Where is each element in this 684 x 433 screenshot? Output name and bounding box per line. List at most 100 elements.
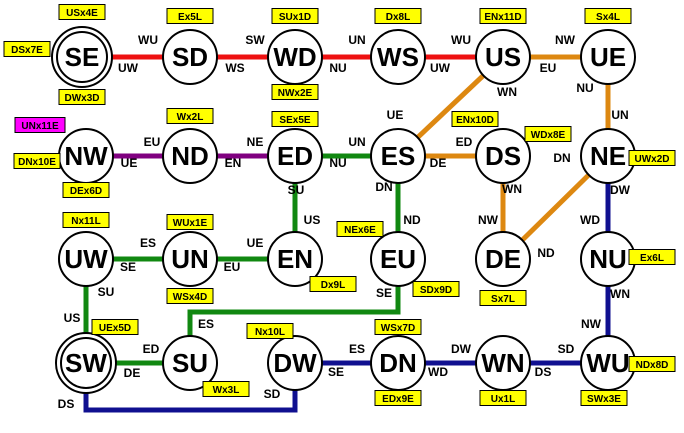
node-circle bbox=[370, 29, 426, 85]
tag-box bbox=[271, 84, 319, 100]
state-tag: ENx10D bbox=[451, 111, 499, 127]
tag-text: WDx8E bbox=[531, 130, 566, 141]
node-label: SE bbox=[65, 42, 100, 72]
tag-text: SUx1D bbox=[279, 12, 311, 23]
tag-text: SEx5E bbox=[279, 115, 310, 126]
node-label: EU bbox=[380, 244, 416, 274]
tag-text: DWx3D bbox=[64, 93, 99, 104]
port-label: SU bbox=[98, 285, 115, 299]
node-circle bbox=[267, 231, 323, 287]
node-label: NW bbox=[64, 141, 108, 171]
tag-text: Dx8L bbox=[386, 12, 410, 23]
node-sd: SD bbox=[162, 29, 218, 85]
port-label: ES bbox=[198, 317, 214, 331]
node-nd: ND bbox=[162, 128, 218, 184]
port-label: NW bbox=[478, 213, 499, 227]
node-label: WU bbox=[586, 348, 629, 378]
state-tag: SDx9D bbox=[412, 281, 460, 297]
tag-text: WUx1E bbox=[173, 218, 208, 229]
tag-text: EDx9E bbox=[382, 394, 414, 405]
tag-text: Ux1L bbox=[491, 394, 515, 405]
node-circle bbox=[58, 231, 114, 287]
tag-box bbox=[62, 182, 110, 198]
port-label: WU bbox=[451, 33, 471, 47]
port-label: WD bbox=[428, 365, 448, 379]
tag-box bbox=[374, 390, 422, 406]
node-en: EN bbox=[267, 231, 323, 287]
node-wd: WD bbox=[267, 29, 323, 85]
port-label: DE bbox=[124, 366, 141, 380]
tag-text: DSx7E bbox=[11, 45, 43, 56]
state-tag: DNx10E bbox=[13, 153, 61, 169]
port-label: ES bbox=[349, 342, 365, 356]
tag-text: Nx10L bbox=[255, 327, 285, 338]
tag-box bbox=[336, 221, 384, 237]
tag-box bbox=[3, 41, 51, 57]
tag-box bbox=[479, 390, 527, 406]
node-circle bbox=[580, 29, 636, 85]
state-tag: Nx11L bbox=[62, 212, 110, 228]
tag-box bbox=[374, 8, 422, 24]
port-label: SW bbox=[245, 33, 265, 47]
port-label: NE bbox=[247, 135, 264, 149]
port-label: EU bbox=[540, 61, 557, 75]
port-label: NU bbox=[576, 81, 593, 95]
tag-box bbox=[91, 319, 139, 335]
port-label: UE bbox=[121, 156, 138, 170]
node-se: SE bbox=[51, 26, 113, 88]
tag-box bbox=[166, 288, 214, 304]
tag-text: Ex6L bbox=[640, 253, 664, 264]
tag-text: Wx2L bbox=[177, 112, 204, 123]
node-label: UW bbox=[64, 244, 108, 274]
node-circle bbox=[267, 128, 323, 184]
state-tag: Sx7L bbox=[479, 290, 527, 306]
node-ue: UE bbox=[580, 29, 636, 85]
node-sw: SW bbox=[55, 332, 117, 394]
node-nu: NU bbox=[580, 231, 636, 287]
tag-text: Ex5L bbox=[178, 12, 202, 23]
tag-box bbox=[628, 249, 676, 265]
tag-text: NWx2E bbox=[278, 88, 313, 99]
tag-text: Nx11L bbox=[71, 216, 100, 227]
tag-box bbox=[580, 390, 628, 406]
state-tag: Dx9L bbox=[309, 276, 357, 292]
tag-text: NDx8D bbox=[636, 360, 669, 371]
tag-box bbox=[309, 276, 357, 292]
state-tag: SUx1D bbox=[271, 8, 319, 24]
node-ds: DS bbox=[475, 128, 531, 184]
tag-box bbox=[524, 126, 572, 142]
state-tag: EDx9E bbox=[374, 390, 422, 406]
state-tag: Wx3L bbox=[202, 381, 250, 397]
state-tag: DWx3D bbox=[58, 89, 106, 105]
port-label: EN bbox=[225, 156, 242, 170]
port-label: DS bbox=[535, 365, 552, 379]
node-ne: NE bbox=[580, 128, 636, 184]
node-dw: DW bbox=[267, 335, 323, 391]
node-circle bbox=[370, 128, 426, 184]
tag-text: Wx3L bbox=[213, 385, 240, 396]
node-de: DE bbox=[475, 231, 531, 287]
tag-box bbox=[584, 8, 632, 24]
port-labels-layer: UWWUWSSWNUUNUWWUWNEUNWNUUEEUENNENUSUUEUN… bbox=[58, 33, 631, 411]
edge-dw-sw bbox=[83, 390, 298, 413]
tag-box bbox=[58, 4, 106, 20]
tag-box bbox=[246, 323, 294, 339]
node-circle bbox=[162, 128, 218, 184]
port-label: NU bbox=[329, 156, 346, 170]
port-label: US bbox=[64, 311, 81, 325]
state-tag: SEx5E bbox=[271, 111, 319, 127]
state-tag: DSx7E bbox=[3, 41, 51, 57]
node-circle bbox=[162, 29, 218, 85]
node-label: DE bbox=[485, 244, 521, 274]
tag-box bbox=[58, 89, 106, 105]
tag-box bbox=[14, 117, 66, 133]
tag-text: WSx4D bbox=[173, 292, 207, 303]
tag-text: UNx11E bbox=[21, 121, 59, 132]
node-label: WN bbox=[481, 348, 524, 378]
node-nw: NW bbox=[58, 128, 114, 184]
node-label: ND bbox=[171, 141, 209, 171]
port-label: ED bbox=[143, 342, 160, 356]
